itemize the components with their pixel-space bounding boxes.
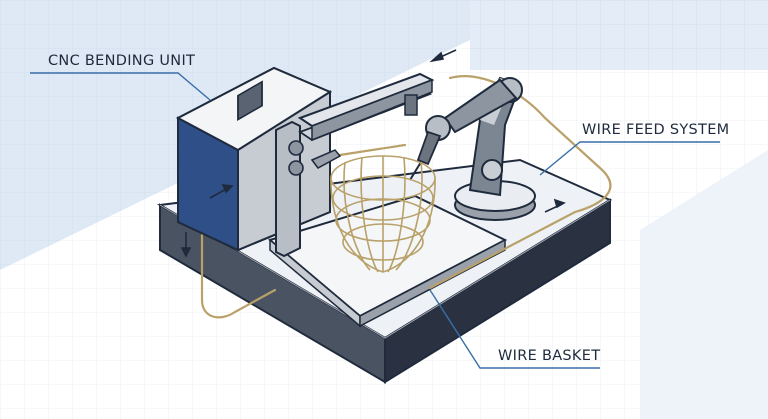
label-wire-basket: WIRE BASKET <box>498 348 600 364</box>
wire-basket <box>330 155 436 273</box>
robotic-arm <box>409 76 536 221</box>
leader-cnc-bending-unit <box>30 72 211 101</box>
roller-post <box>275 120 304 258</box>
leader-wire-feed-system <box>539 141 720 176</box>
background-panel-bottom-right <box>640 150 768 419</box>
leader-wire-basket <box>429 289 600 369</box>
label-cnc-bending-unit: CNC BENDING UNIT <box>48 53 195 69</box>
flow-arrows <box>180 49 566 258</box>
worktable <box>267 194 508 328</box>
label-wire-feed-system: WIRE FEED SYSTEM <box>582 122 730 138</box>
leader-lines <box>30 72 720 369</box>
feed-beams <box>297 72 435 169</box>
